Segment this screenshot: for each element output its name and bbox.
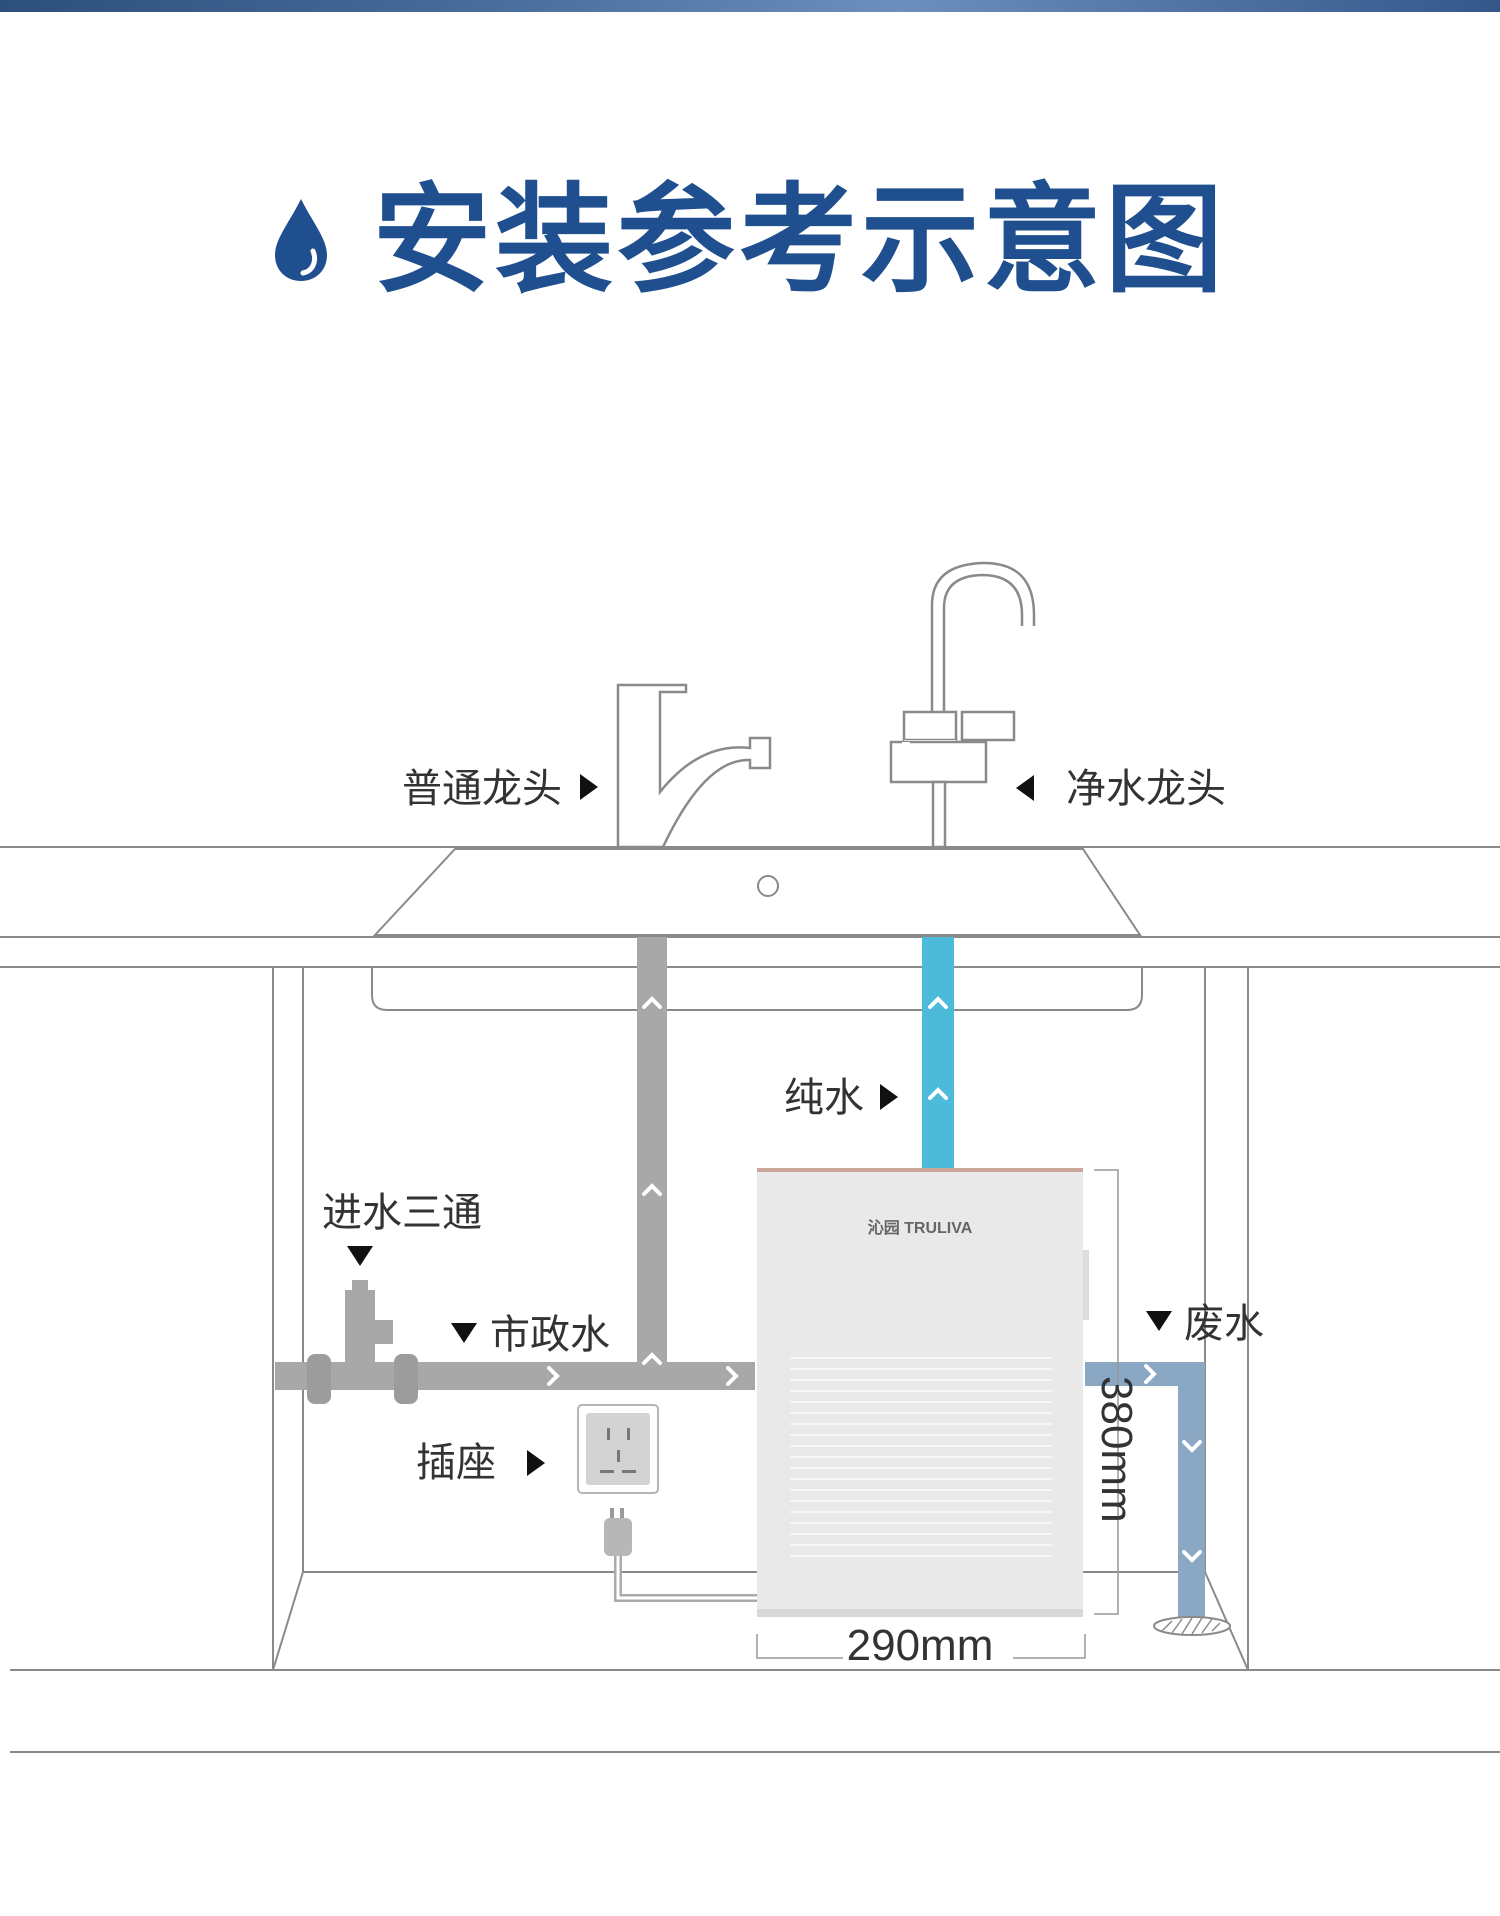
municipal-water-pipe — [275, 937, 755, 1404]
countertop — [0, 846, 1500, 968]
pointer-triangle-down — [347, 1246, 373, 1266]
floor-drain-hatch — [1161, 1617, 1221, 1635]
pointer-triangle-down — [1146, 1311, 1172, 1331]
purifier-brand-label: 沁园 TRULIVA — [868, 1218, 973, 1237]
sink-drain-hole — [757, 875, 779, 897]
socket-label: 插座 — [416, 1440, 496, 1486]
cabinet — [10, 967, 1500, 1753]
top-banner-strip — [0, 0, 1500, 12]
waste-flow-arrows — [1144, 1364, 1202, 1563]
pointer-triangle-right — [880, 1084, 898, 1110]
inlet-tee-label: 进水三通 — [322, 1190, 482, 1236]
pure-water-label: 纯水 — [784, 1075, 864, 1121]
pointer-triangle-down — [451, 1323, 477, 1343]
pure-water-faucet — [889, 561, 1036, 849]
page-title: 安装参考示意图 — [372, 171, 1227, 309]
pointer-triangle-left — [1016, 775, 1034, 801]
dimension-lines — [756, 1169, 1119, 1659]
waste-water-pipe — [1085, 1362, 1205, 1622]
normal-faucet-label: 普通龙头 — [402, 766, 562, 812]
wall-socket — [577, 1404, 659, 1494]
pointer-triangle-right — [580, 774, 598, 800]
water-purifier-unit — [757, 1168, 1089, 1617]
width-dimension-label: 290mm — [847, 1621, 994, 1670]
municipal-flow-arrows — [547, 996, 739, 1386]
sink-basin — [371, 848, 1143, 1011]
pure-water-flow-arrows — [928, 996, 948, 1100]
pure-faucet-label: 净水龙头 — [1066, 766, 1226, 812]
municipal-water-label: 市政水 — [490, 1312, 610, 1358]
water-drop-icon — [274, 199, 327, 281]
pure-water-pipe — [922, 937, 954, 1171]
floor-drain — [1153, 1616, 1231, 1636]
height-dimension-label: 380mm — [1092, 1376, 1141, 1523]
title-row: 安装参考示意图 — [0, 170, 1500, 310]
power-plug-and-cord — [604, 1508, 757, 1602]
pointer-triangle-right — [527, 1450, 545, 1476]
normal-faucet — [616, 683, 772, 849]
waste-water-label: 废水 — [1184, 1301, 1264, 1347]
